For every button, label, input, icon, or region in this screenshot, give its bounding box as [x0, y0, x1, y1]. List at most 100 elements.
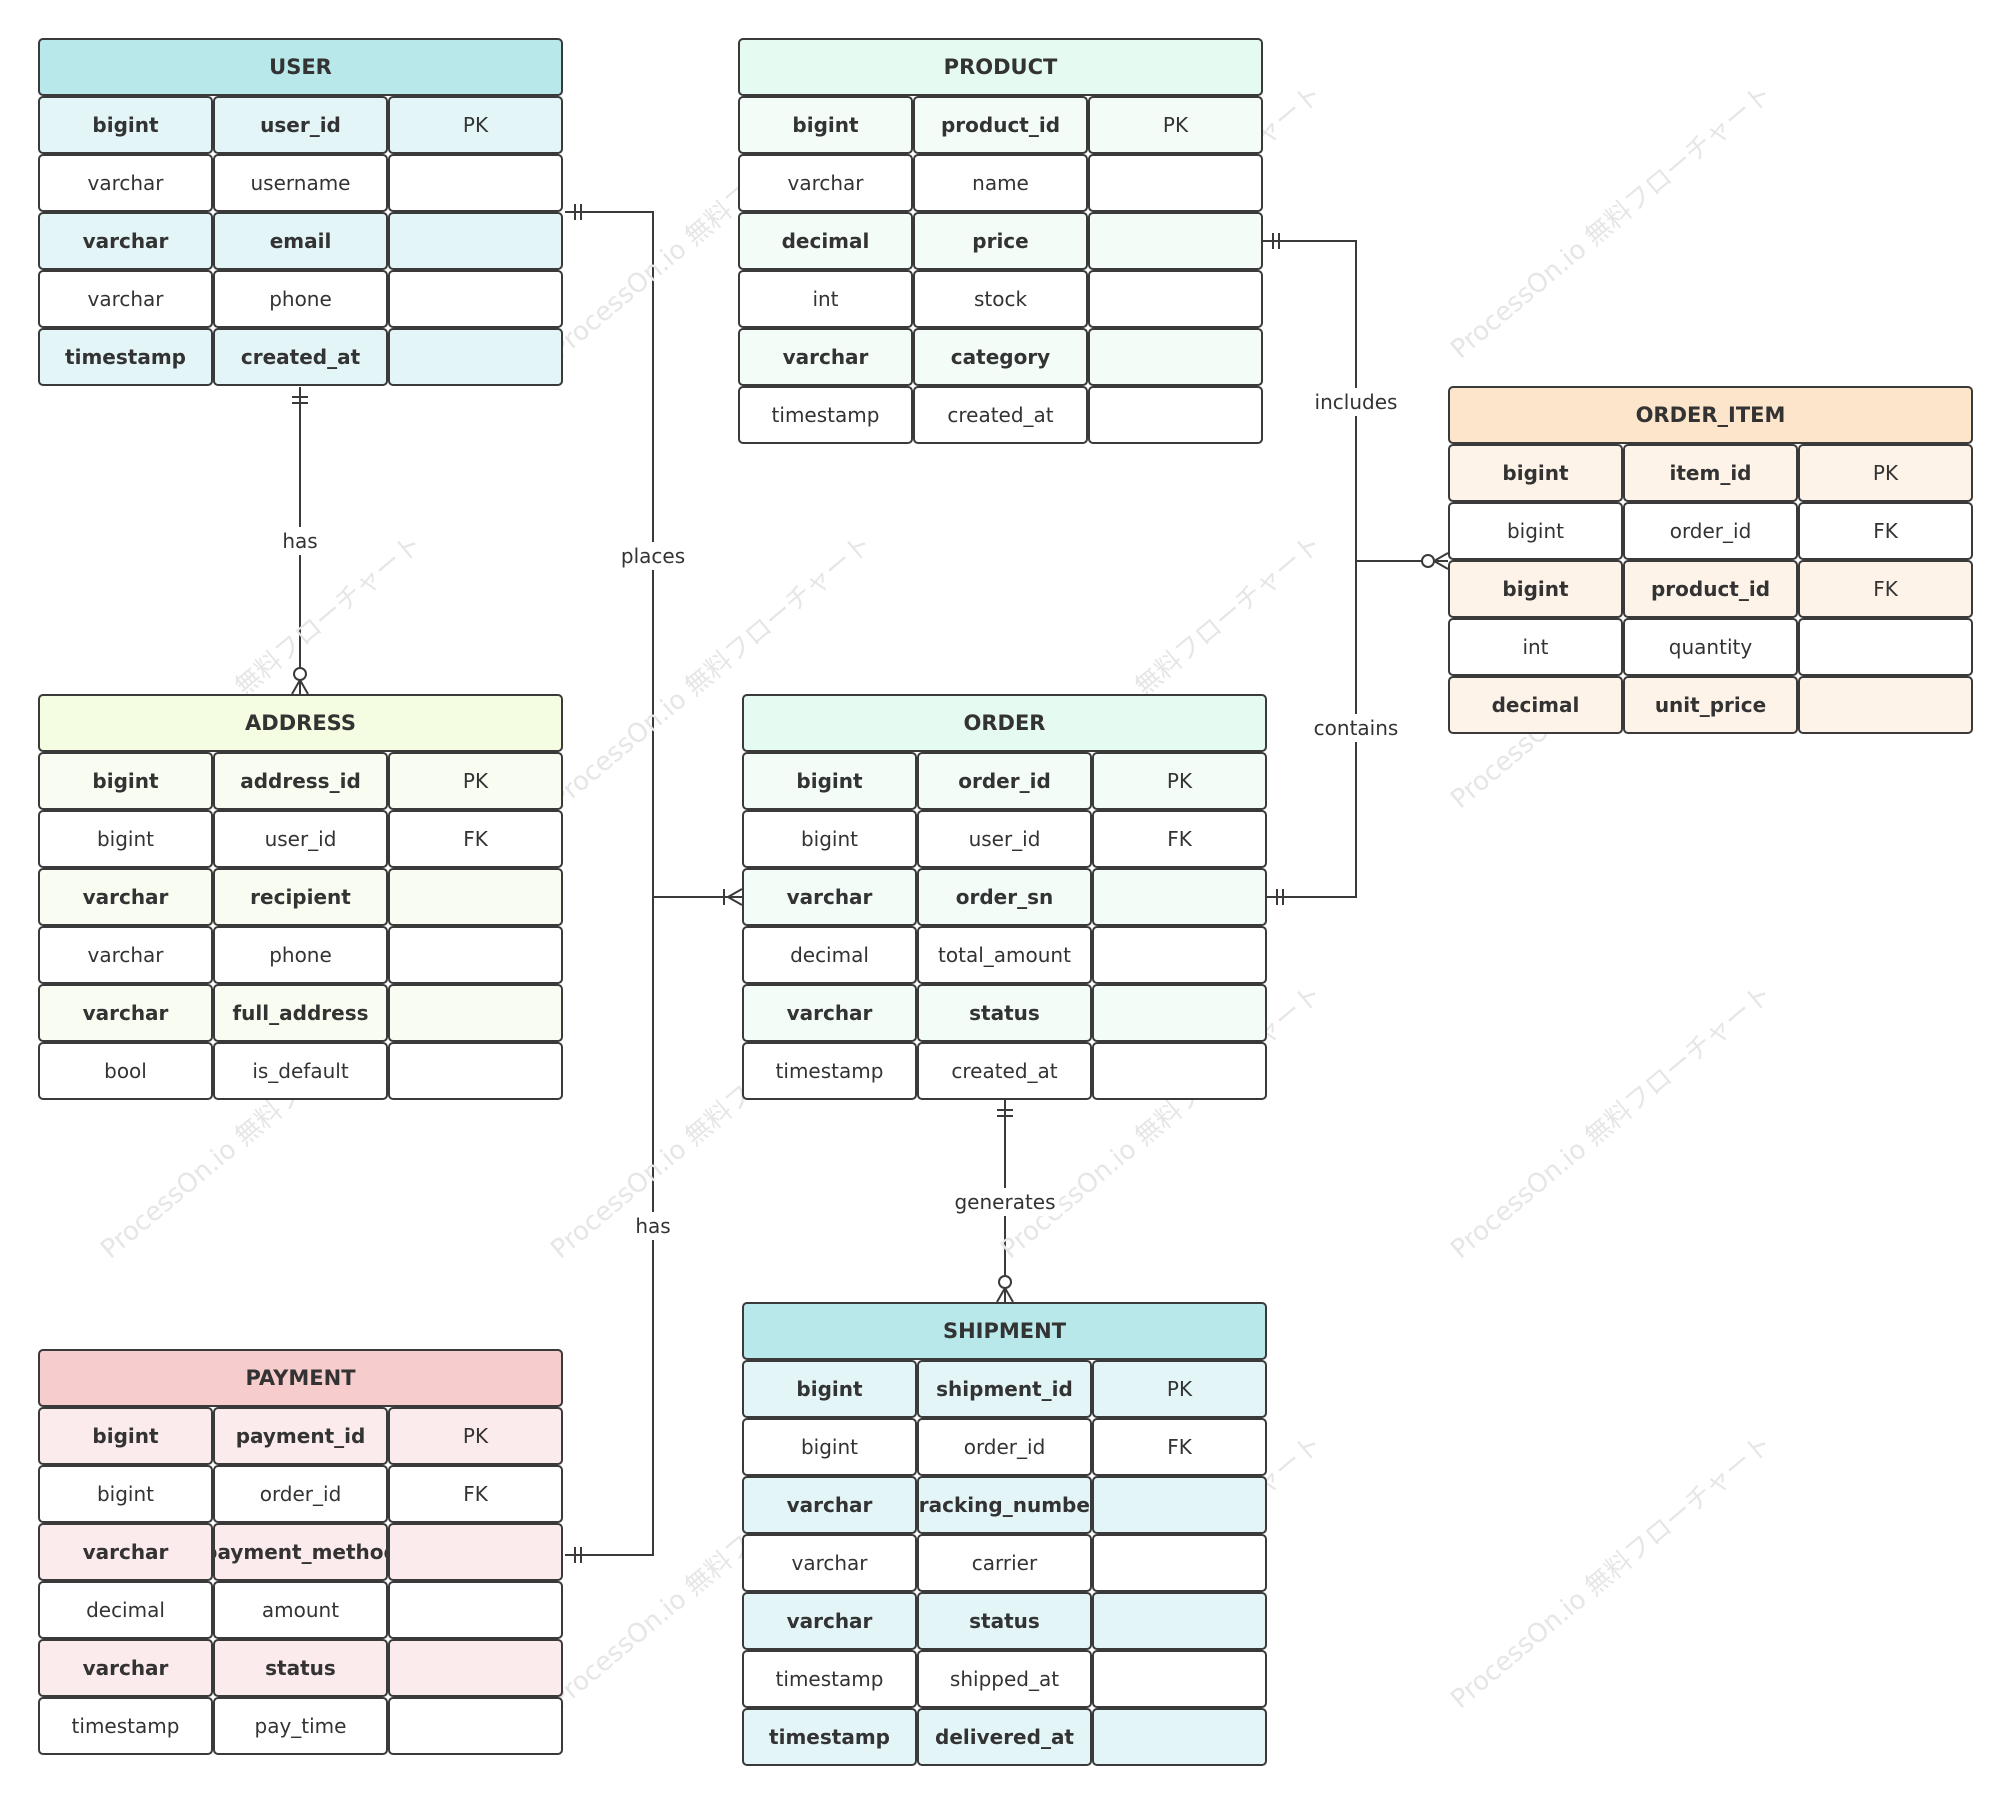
- column-type-cell: bigint: [742, 1360, 917, 1418]
- crows-foot: [727, 896, 743, 906]
- column-type-cell: decimal: [1448, 676, 1623, 734]
- column-type-cell: bigint: [1448, 560, 1623, 618]
- column-key-cell: [1798, 618, 1973, 676]
- column-field-cell: is_default: [213, 1042, 388, 1100]
- entity-title: SHIPMENT: [742, 1302, 1267, 1360]
- column-type-cell: varchar: [742, 984, 917, 1042]
- column-field-cell: tracking_number: [917, 1476, 1092, 1534]
- column-field-cell: order_id: [917, 1418, 1092, 1476]
- column-type-cell: timestamp: [738, 386, 913, 444]
- column-field-cell: payment_id: [213, 1407, 388, 1465]
- crows-foot: [1433, 560, 1449, 570]
- crows-foot: [291, 679, 301, 695]
- column-key-cell: [388, 1042, 563, 1100]
- column-key-cell: [1088, 328, 1263, 386]
- entity-title: ADDRESS: [38, 694, 563, 752]
- column-key-cell: [388, 926, 563, 984]
- column-type-cell: bigint: [38, 1407, 213, 1465]
- relationship-label: contains: [1309, 714, 1403, 742]
- column-field-cell: user_id: [213, 810, 388, 868]
- column-key-cell: PK: [1092, 752, 1267, 810]
- column-field-cell: username: [213, 154, 388, 212]
- column-type-cell: bigint: [38, 752, 213, 810]
- column-type-cell: decimal: [38, 1581, 213, 1639]
- column-key-cell: [388, 1639, 563, 1697]
- crows-foot: [299, 679, 309, 695]
- column-type-cell: timestamp: [742, 1708, 917, 1766]
- crows-foot: [996, 1287, 1006, 1303]
- column-field-cell: carrier: [917, 1534, 1092, 1592]
- crows-foot: [1433, 552, 1449, 562]
- column-field-cell: item_id: [1623, 444, 1798, 502]
- column-key-cell: [1092, 1042, 1267, 1100]
- column-type-cell: timestamp: [742, 1650, 917, 1708]
- column-key-cell: [1092, 1592, 1267, 1650]
- column-field-cell: shipment_id: [917, 1360, 1092, 1418]
- column-key-cell: [1092, 1650, 1267, 1708]
- column-field-cell: amount: [213, 1581, 388, 1639]
- column-type-cell: bigint: [38, 96, 213, 154]
- column-key-cell: [1088, 154, 1263, 212]
- column-key-cell: [1092, 1708, 1267, 1766]
- column-type-cell: varchar: [38, 1523, 213, 1581]
- column-type-cell: timestamp: [38, 328, 213, 386]
- column-type-cell: bigint: [1448, 502, 1623, 560]
- column-type-cell: timestamp: [38, 1697, 213, 1755]
- column-type-cell: varchar: [742, 868, 917, 926]
- column-type-cell: bigint: [38, 1465, 213, 1523]
- entity-title: PAYMENT: [38, 1349, 563, 1407]
- relationship-label: has: [631, 1212, 675, 1240]
- column-field-cell: created_at: [213, 328, 388, 386]
- cardinality-zero-circle: [998, 1275, 1012, 1289]
- column-type-cell: varchar: [738, 328, 913, 386]
- column-field-cell: stock: [913, 270, 1088, 328]
- column-field-cell: price: [913, 212, 1088, 270]
- column-key-cell: [388, 984, 563, 1042]
- column-key-cell: [1088, 270, 1263, 328]
- column-field-cell: product_id: [913, 96, 1088, 154]
- column-field-cell: delivered_at: [917, 1708, 1092, 1766]
- column-field-cell: unit_price: [1623, 676, 1798, 734]
- column-key-cell: PK: [388, 1407, 563, 1465]
- column-type-cell: varchar: [38, 868, 213, 926]
- column-type-cell: varchar: [38, 1639, 213, 1697]
- column-key-cell: [388, 868, 563, 926]
- entity-title: ORDER_ITEM: [1448, 386, 1973, 444]
- column-type-cell: varchar: [738, 154, 913, 212]
- column-field-cell: shipped_at: [917, 1650, 1092, 1708]
- column-type-cell: varchar: [742, 1534, 917, 1592]
- column-field-cell: created_at: [917, 1042, 1092, 1100]
- column-field-cell: created_at: [913, 386, 1088, 444]
- column-field-cell: email: [213, 212, 388, 270]
- column-key-cell: [388, 1581, 563, 1639]
- relationship-label: includes: [1310, 388, 1402, 416]
- column-type-cell: int: [1448, 618, 1623, 676]
- column-field-cell: phone: [213, 926, 388, 984]
- column-type-cell: varchar: [38, 926, 213, 984]
- column-key-cell: FK: [1092, 810, 1267, 868]
- column-type-cell: decimal: [742, 926, 917, 984]
- column-field-cell: status: [213, 1639, 388, 1697]
- column-key-cell: [388, 328, 563, 386]
- column-type-cell: bigint: [742, 752, 917, 810]
- column-field-cell: order_id: [917, 752, 1092, 810]
- column-field-cell: pay_time: [213, 1697, 388, 1755]
- column-field-cell: order_id: [1623, 502, 1798, 560]
- column-key-cell: [388, 1697, 563, 1755]
- column-key-cell: [1088, 386, 1263, 444]
- column-key-cell: PK: [388, 752, 563, 810]
- column-field-cell: recipient: [213, 868, 388, 926]
- column-key-cell: FK: [388, 810, 563, 868]
- column-type-cell: varchar: [38, 212, 213, 270]
- column-type-cell: bool: [38, 1042, 213, 1100]
- cardinality-zero-circle: [293, 667, 307, 681]
- column-key-cell: PK: [1088, 96, 1263, 154]
